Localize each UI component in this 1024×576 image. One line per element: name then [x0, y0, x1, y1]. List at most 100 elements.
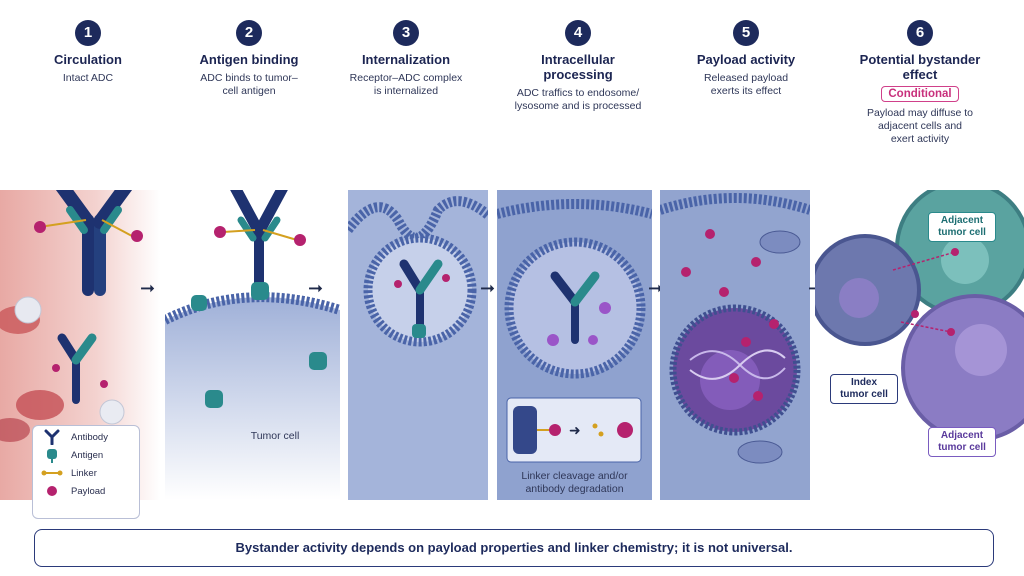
antigen-icon — [309, 352, 327, 370]
antibody-icon — [550, 271, 600, 344]
legend-label: Antigen — [71, 449, 104, 461]
cleavage-inset — [506, 397, 642, 463]
linker-icon — [262, 229, 298, 241]
arrow-2: ➞ — [308, 278, 324, 298]
arrow-4: ➞ — [648, 278, 664, 298]
antibody-icon — [55, 190, 133, 296]
payload-icon — [52, 364, 60, 372]
adjacent-tumor-cell-label-1: Adjacent tumor cell — [928, 212, 996, 242]
payload-icon — [442, 274, 450, 282]
payload-icon — [588, 335, 598, 345]
panel-antigen-binding — [165, 190, 340, 500]
cell-membrane — [165, 292, 340, 325]
linker-icon — [45, 219, 133, 237]
arrow-1: ➞ — [140, 278, 156, 298]
step-1: 1 Circulation Intact ADC — [35, 20, 141, 85]
antigen-icon — [205, 390, 223, 408]
arrow-icon: ➜ — [569, 422, 581, 438]
payload-icon — [769, 319, 779, 329]
payload-icon — [131, 230, 143, 242]
step-5: 5 Payload activity Released payload exer… — [682, 20, 810, 98]
step-2: 2 Antigen binding ADC binds to tumor–cel… — [185, 20, 313, 98]
antigen-icon — [251, 282, 269, 300]
payload-icon — [100, 380, 108, 388]
antibody-icon — [44, 429, 60, 445]
step-title: Circulation — [54, 52, 122, 67]
red-blood-cell — [0, 418, 30, 442]
antibody-icon — [513, 406, 537, 454]
legend: Antibody Antigen Linker Payload — [32, 425, 140, 519]
payload-icon — [719, 287, 729, 297]
diffusion-arrow — [892, 251, 956, 271]
cell-membrane — [348, 196, 488, 243]
antigen-icon — [191, 295, 207, 311]
antibody-icon — [230, 190, 288, 295]
step-description: Released payload exerts its effect — [703, 72, 789, 97]
payload-icon — [681, 267, 691, 277]
antigen-icon — [412, 324, 426, 338]
red-blood-cell — [16, 390, 64, 420]
step-description: Intact ADC — [62, 72, 114, 84]
payload-icon — [951, 248, 959, 256]
step-title: Payload activity — [696, 52, 796, 67]
step-title: Potential bystander effect — [859, 52, 981, 82]
mitochondrion — [737, 440, 783, 464]
arrow-3: ➞ — [480, 278, 496, 298]
diffusion-arrow — [900, 321, 952, 333]
antibody-icon — [57, 333, 97, 404]
legend-label: Payload — [71, 485, 106, 497]
payload-icon — [214, 226, 226, 238]
payload-icon — [617, 422, 633, 438]
step-number: 4 — [565, 20, 591, 46]
step-description: Receptor–ADC complex is internalized — [349, 72, 463, 97]
payload-icon — [599, 302, 611, 314]
linker-cleavage-label: Linker cleavage and/or antibody degradat… — [521, 470, 628, 495]
step-number: 6 — [907, 20, 933, 46]
linker-fragment — [592, 423, 598, 429]
step-number: 1 — [75, 20, 101, 46]
legend-label: Linker — [71, 467, 97, 479]
tumor-cell-label: Tumor cell — [250, 430, 300, 442]
panel-payload-activity — [660, 190, 810, 500]
payload-icon — [911, 310, 919, 318]
legend-item-payload: Payload — [33, 482, 139, 500]
payload-icon — [729, 373, 739, 383]
linker-fragment — [598, 431, 604, 437]
step-number: 5 — [733, 20, 759, 46]
legend-label: Antibody — [71, 431, 108, 443]
antigen-icon — [47, 449, 57, 463]
mitochondrion — [759, 230, 801, 254]
footer-note: Bystander activity depends on payload pr… — [34, 529, 994, 567]
step-3: 3 Internalization Receptor–ADC complex i… — [342, 20, 470, 98]
linker-icon — [222, 229, 256, 233]
index-tumor-cell-label: Index tumor cell — [830, 374, 898, 404]
panel-intracellular-processing: ➜ — [497, 190, 652, 500]
conditional-badge: Conditional — [881, 86, 959, 102]
step-6: 6 Potential bystander effect Conditional… — [850, 20, 990, 146]
panel-internalization — [348, 190, 488, 500]
nucleus — [955, 324, 1007, 376]
step-description: Payload may diffuse to adjacent cells an… — [866, 107, 974, 145]
payload-icon — [753, 391, 763, 401]
step-description: ADC traffics to endosome/ lysosome and i… — [514, 87, 642, 112]
panel-bystander-effect — [815, 190, 1024, 500]
step-number: 2 — [236, 20, 262, 46]
payload-icon — [34, 221, 46, 233]
payload-icon — [47, 486, 57, 496]
legend-item-linker: Linker — [33, 464, 139, 482]
linker-icon — [41, 470, 63, 476]
antibody-icon — [399, 259, 443, 334]
legend-item-antigen: Antigen — [33, 446, 139, 464]
step-title: Internalization — [361, 52, 451, 67]
step-number: 3 — [393, 20, 419, 46]
dna-strand — [689, 349, 786, 380]
payload-icon — [549, 424, 561, 436]
payload-icon — [394, 280, 402, 288]
payload-icon — [705, 229, 715, 239]
legend-item-antibody: Antibody — [33, 428, 139, 446]
payload-icon — [294, 234, 306, 246]
payload-icon — [741, 337, 751, 347]
nucleus — [839, 278, 879, 318]
white-blood-cell — [14, 296, 42, 324]
step-title: Antigen binding — [199, 52, 299, 67]
